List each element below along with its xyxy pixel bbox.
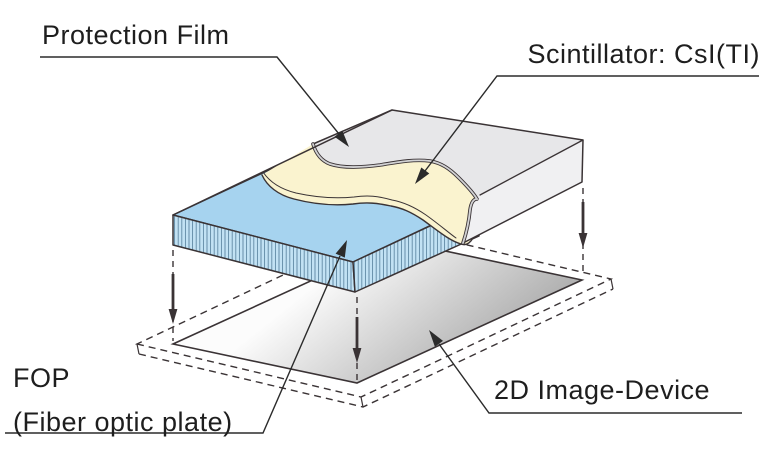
fop-leader: [5, 240, 347, 434]
fop-label-acronym: FOP: [13, 363, 71, 393]
fop-label-full: (Fiber optic plate): [13, 407, 233, 437]
protection-film-leader: [40, 56, 349, 147]
image-device-label: 2D Image-Device: [494, 375, 711, 405]
fop-label: FOP (Fiber optic plate): [13, 356, 233, 444]
down-arrow-middle-icon: [352, 297, 362, 380]
image-device-leader: [429, 330, 742, 414]
protection-film-slab: [172, 109, 584, 245]
protection-film-label: Protection Film: [42, 20, 230, 50]
scintillator-leader: [415, 75, 759, 184]
down-arrow-left-icon: [168, 250, 178, 341]
scintillator-label: Scintillator: CsI(TI): [527, 39, 760, 69]
down-arrow-right-icon: [578, 188, 588, 273]
